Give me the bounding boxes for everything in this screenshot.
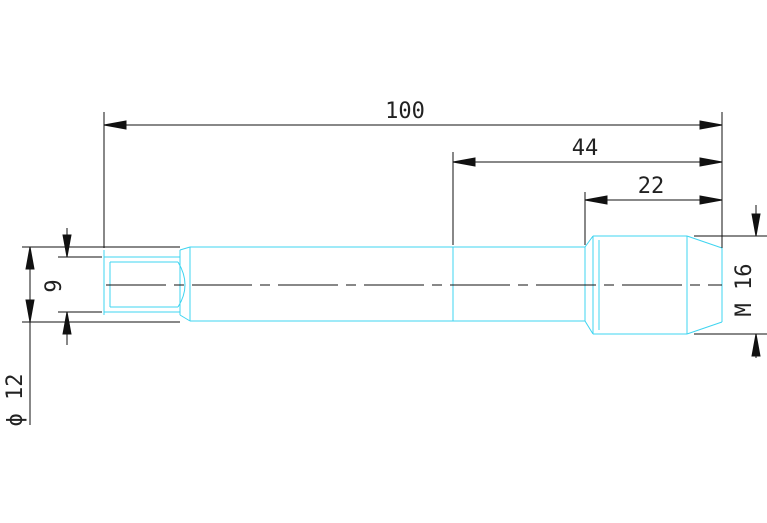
dim-label-9: 9 [42, 279, 67, 292]
arrow-12-top [25, 246, 35, 270]
arrow-100-right [699, 120, 723, 130]
dim-label-100: 100 [385, 99, 425, 124]
step-diagonal-bottom [179, 314, 191, 322]
dim-label-diameter-12: ϕ 12 [3, 374, 28, 427]
arrow-9-bottom [62, 311, 72, 335]
arrow-22-right [699, 195, 723, 205]
head-left-chamfer-bottom [584, 320, 594, 335]
arrow-m16-top [751, 213, 761, 237]
arrow-100-left [103, 120, 127, 130]
arrow-m16-bottom [751, 333, 761, 357]
arrow-12-bottom [25, 299, 35, 323]
dim-label-44: 44 [572, 136, 599, 161]
arrow-22-left [584, 195, 608, 205]
dimension-lines [22, 112, 767, 425]
head-left-chamfer-top [584, 235, 594, 248]
step-diagonal-top [179, 246, 191, 251]
head-end-chamfer-bottom [686, 321, 723, 335]
dim-label-22: 22 [638, 174, 665, 199]
arrow-9-top [62, 234, 72, 258]
dim-label-m16: M 16 [732, 264, 757, 317]
arrow-44-left [452, 157, 476, 167]
arrow-44-right [699, 157, 723, 167]
head-end-chamfer-top [686, 235, 723, 249]
